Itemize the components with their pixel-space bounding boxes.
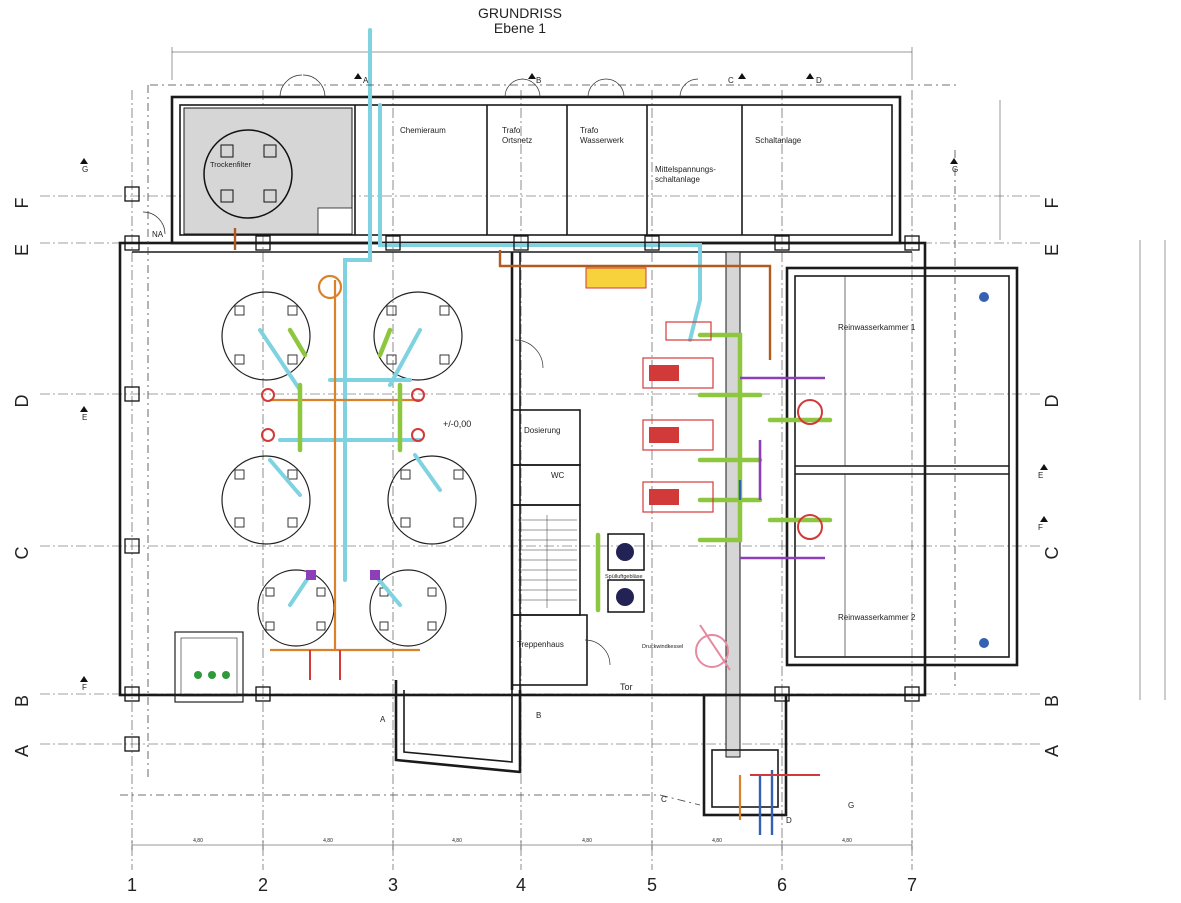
room-mittelspannung-line2: schaltanlage (655, 175, 700, 184)
piping-green (287, 327, 833, 613)
column-axis-labels: 1 2 3 4 5 6 7 (127, 875, 917, 895)
pump-units (585, 267, 714, 513)
room-trafo-wasserwerk-line1: Trafo (580, 126, 599, 135)
floor-level-label: +/-0,00 (443, 419, 471, 429)
section-marker-g-bottom: G (848, 801, 854, 810)
blower-units (607, 533, 645, 613)
axis-label-F-left: F (12, 198, 32, 209)
piping-purple (306, 376, 825, 580)
trockenfilter-area (183, 107, 353, 235)
section-marker-d-bottom: D (786, 816, 792, 825)
filter-tank-3 (221, 455, 311, 545)
room-trafo-ortsnetz-line2: Ortsnetz (502, 136, 532, 145)
axis-label-D-right: D (1042, 395, 1062, 408)
axis-label-E-left: E (12, 244, 32, 256)
section-marker-b-top: B (536, 76, 541, 85)
label-spuelluftgeblaese: Spülluftgebläse (605, 574, 643, 580)
axis-label-5: 5 (647, 875, 657, 895)
section-marker-e-right: E (1038, 471, 1043, 480)
room-treppenhaus: Treppenhaus (517, 640, 564, 649)
section-marker-e-left: E (82, 413, 87, 422)
section-marker-d-top: D (816, 76, 822, 85)
room-labels: Chemieraum Trafo Ortsnetz Trafo Wasserwe… (152, 126, 916, 692)
axis-label-4: 4 (516, 875, 526, 895)
room-na: NA (152, 230, 164, 239)
filter-tank-5 (257, 569, 335, 647)
axis-label-C-left: C (12, 547, 32, 560)
room-tor: Tor (620, 682, 633, 692)
room-trockenfilter: Trockenfilter (210, 160, 251, 169)
room-reinwasserkammer-1: Reinwasserkammer 1 (838, 323, 916, 332)
filter-tank-1 (221, 291, 311, 381)
structural-columns (124, 186, 920, 752)
section-markers: A B C D G G E F A B C D G E F (82, 76, 1043, 825)
section-marker-g-left: G (82, 165, 88, 174)
section-marker-f-left: F (82, 683, 87, 692)
piping-cyan (258, 28, 702, 607)
room-dosierung: Dosierung (524, 426, 560, 435)
hidden-lines (120, 84, 960, 806)
section-marker-g-right: G (952, 165, 958, 174)
section-marker-c-top: C (728, 76, 734, 85)
label-druckwindkessel: Druckwindkessel (642, 644, 683, 650)
doors (142, 74, 699, 666)
piping-pink (695, 624, 731, 671)
filter-tanks (221, 291, 477, 647)
section-triangles (80, 73, 1048, 682)
axis-label-F-right: F (1042, 198, 1062, 209)
axis-label-1: 1 (127, 875, 137, 895)
room-mittelspannung-line1: Mittelspannungs- (655, 165, 716, 174)
filter-tank-2 (373, 291, 463, 381)
drawing-subtitle: Ebene 1 (494, 20, 546, 36)
dimension-texts: 4,80 4,80 4,80 4,80 4,80 4,80 (193, 838, 852, 844)
piping-orange (270, 274, 742, 820)
axis-label-6: 6 (777, 875, 787, 895)
filter-tank-6 (369, 569, 447, 647)
dim-col-1-2: 4,80 (193, 838, 203, 844)
room-wc: WC (551, 471, 565, 480)
piping-red (261, 388, 823, 776)
section-marker-a-bottom: A (380, 715, 386, 724)
dim-col-3-4: 4,80 (452, 838, 462, 844)
axis-label-E-right: E (1042, 244, 1062, 256)
axis-label-2: 2 (258, 875, 268, 895)
section-marker-c-bottom: C (661, 795, 667, 804)
axis-label-D-left: D (12, 395, 32, 408)
room-reinwasserkammer-2: Reinwasserkammer 2 (838, 613, 916, 622)
row-axis-labels-left: F E D C B A (12, 198, 32, 758)
room-trafo-wasserwerk-line2: Wasserwerk (580, 136, 625, 145)
axis-label-7: 7 (907, 875, 917, 895)
room-schaltanlage: Schaltanlage (755, 136, 802, 145)
drawing-title: GRUNDRISS (478, 5, 562, 21)
piping-blue (738, 292, 989, 835)
piping-brown (233, 228, 772, 360)
room-trafo-ortsnetz-line1: Trafo (502, 126, 521, 135)
section-marker-a-top: A (363, 76, 369, 85)
room-chemieraum: Chemieraum (400, 126, 446, 135)
axis-label-A-left: A (12, 745, 32, 757)
dim-col-5-6: 4,80 (712, 838, 722, 844)
dimension-lines (131, 47, 1166, 850)
row-axis-labels-right: F E D C B A (1042, 198, 1062, 758)
dim-col-6-7: 4,80 (842, 838, 852, 844)
dim-col-4-5: 4,80 (582, 838, 592, 844)
section-marker-f-right: F (1038, 523, 1043, 532)
axis-label-A-right: A (1042, 745, 1062, 757)
axis-label-B-right: B (1042, 695, 1062, 707)
section-marker-b-bottom: B (536, 711, 541, 720)
axis-label-B-left: B (12, 695, 32, 707)
filter-tank-4 (387, 455, 477, 545)
dim-col-2-3: 4,80 (323, 838, 333, 844)
axis-label-C-right: C (1042, 547, 1062, 560)
axis-label-3: 3 (388, 875, 398, 895)
well-box (174, 631, 244, 703)
